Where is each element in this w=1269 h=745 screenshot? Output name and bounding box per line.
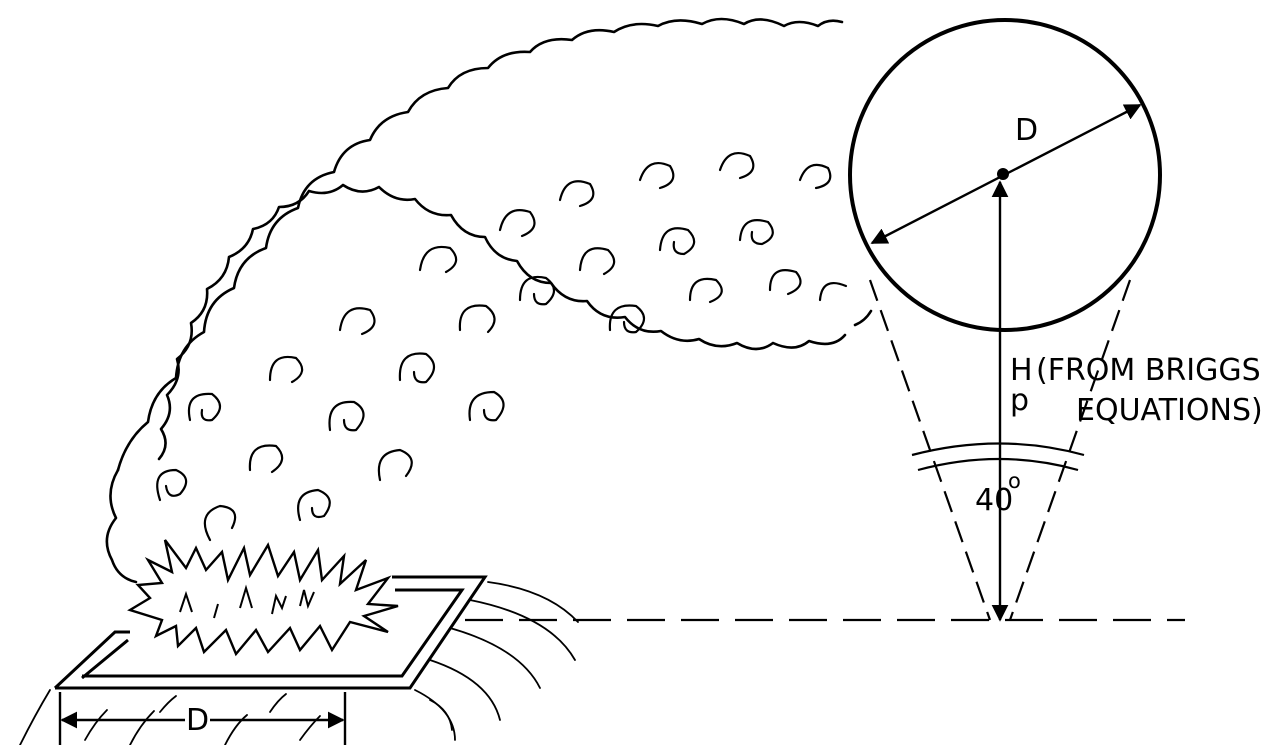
eddy-swirl [660, 228, 694, 254]
plume-top-edge [118, 19, 842, 470]
hatch-line [430, 660, 500, 720]
eddy-swirl [640, 163, 673, 188]
plume-base-edge [107, 470, 136, 582]
spread-angle-degree: o [1008, 469, 1021, 493]
eddy-swirl [189, 394, 220, 420]
eddy-swirl [340, 308, 375, 334]
eddy-swirl [157, 470, 186, 500]
eddy-swirl [560, 181, 593, 206]
eddy-swirl [420, 247, 456, 272]
eddy-swirl [580, 248, 614, 274]
angle-arc-inner [918, 459, 1078, 470]
hatch-line [85, 710, 107, 740]
eddy-swirl [800, 165, 830, 188]
briggs-note-line2: EQUATIONS) [1076, 393, 1263, 428]
flames [130, 540, 398, 654]
eddy-swirl [330, 402, 364, 430]
briggs-note-line1: (FROM BRIGGS [1036, 353, 1261, 388]
eddy-swirl [740, 220, 773, 244]
angle-arc [912, 444, 1084, 471]
eddy-swirl [470, 392, 504, 420]
hatch-line [270, 694, 286, 712]
eddy-swirl [250, 446, 282, 473]
plume-diameter-label: D [1015, 113, 1038, 148]
eddy-swirl [270, 357, 302, 382]
eddy-swirl [820, 283, 846, 300]
plume-height-subscript: p [1010, 383, 1029, 418]
eddy-swirl [400, 354, 434, 383]
hatch-line [160, 696, 176, 712]
eddy-swirl [205, 506, 235, 540]
eddy-swirl [379, 450, 412, 480]
eddy-swirl [460, 306, 495, 333]
eddy-swirl [770, 270, 801, 294]
cone-right-edge [1010, 280, 1130, 620]
eddy-swirl [690, 279, 722, 302]
plume-center-dot [997, 168, 1009, 180]
smoke-plume [107, 19, 871, 582]
eddy-swirl [720, 153, 753, 178]
plume-front-bulge [855, 311, 871, 325]
hatch-line [470, 600, 575, 660]
hatch-line [488, 582, 578, 622]
fire-diameter-label: D [186, 703, 209, 738]
hatch-line [450, 628, 540, 688]
angle-arc-outer [912, 444, 1084, 456]
hatch-line [130, 711, 154, 745]
hatch-line [430, 700, 452, 730]
eddy-swirl [298, 490, 330, 520]
hatch-line [415, 690, 455, 740]
hatch-line [20, 690, 50, 745]
eddy-swirl [500, 210, 535, 236]
